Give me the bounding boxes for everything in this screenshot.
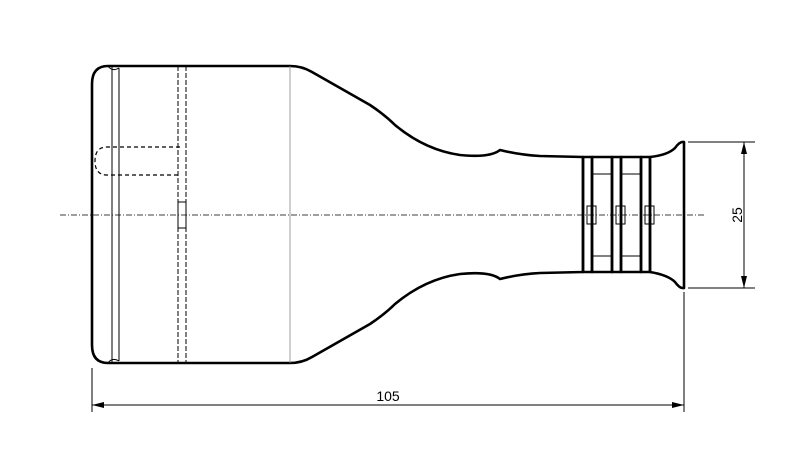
length-dimension: 105 <box>92 388 684 408</box>
rim-bottom-notch <box>107 358 120 364</box>
rim-top-notch <box>107 65 120 71</box>
diameter-label: 25 <box>729 207 745 223</box>
hidden-slot <box>94 146 180 176</box>
length-label: 105 <box>376 388 400 404</box>
part-outline <box>90 64 585 365</box>
diameter-dimension: 25 <box>729 142 747 288</box>
ribbed-section <box>581 155 655 274</box>
flared-tip <box>648 140 686 290</box>
